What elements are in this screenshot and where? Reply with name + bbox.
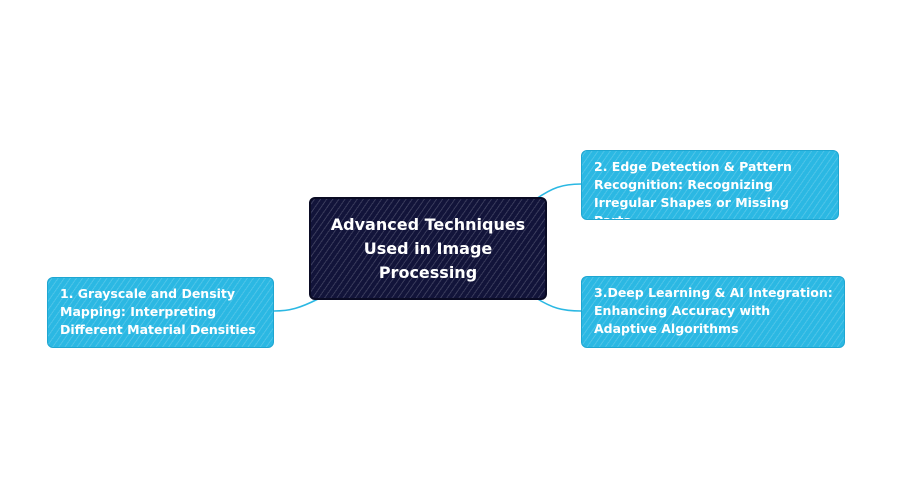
branch-label-1: 1. Grayscale and Density Mapping: Interp… <box>60 286 256 337</box>
connector-to-branch-3 <box>535 297 582 312</box>
central-topic-label: Advanced Techniques Used in Image Proces… <box>330 214 526 282</box>
branch-label-3: 3.Deep Learning & AI Integration: Enhanc… <box>594 285 833 336</box>
branch-node-1[interactable]: 1. Grayscale and Density Mapping: Interp… <box>47 277 274 348</box>
central-topic-node[interactable]: Advanced Techniques Used in Image Proces… <box>309 197 547 300</box>
branch-node-2[interactable]: 2. Edge Detection & Pattern Recognition:… <box>581 150 839 220</box>
connector-to-branch-2 <box>535 183 582 200</box>
connector-to-branch-1 <box>273 298 319 312</box>
branch-node-3[interactable]: 3.Deep Learning & AI Integration: Enhanc… <box>581 276 845 348</box>
branch-label-2: 2. Edge Detection & Pattern Recognition:… <box>594 159 792 219</box>
